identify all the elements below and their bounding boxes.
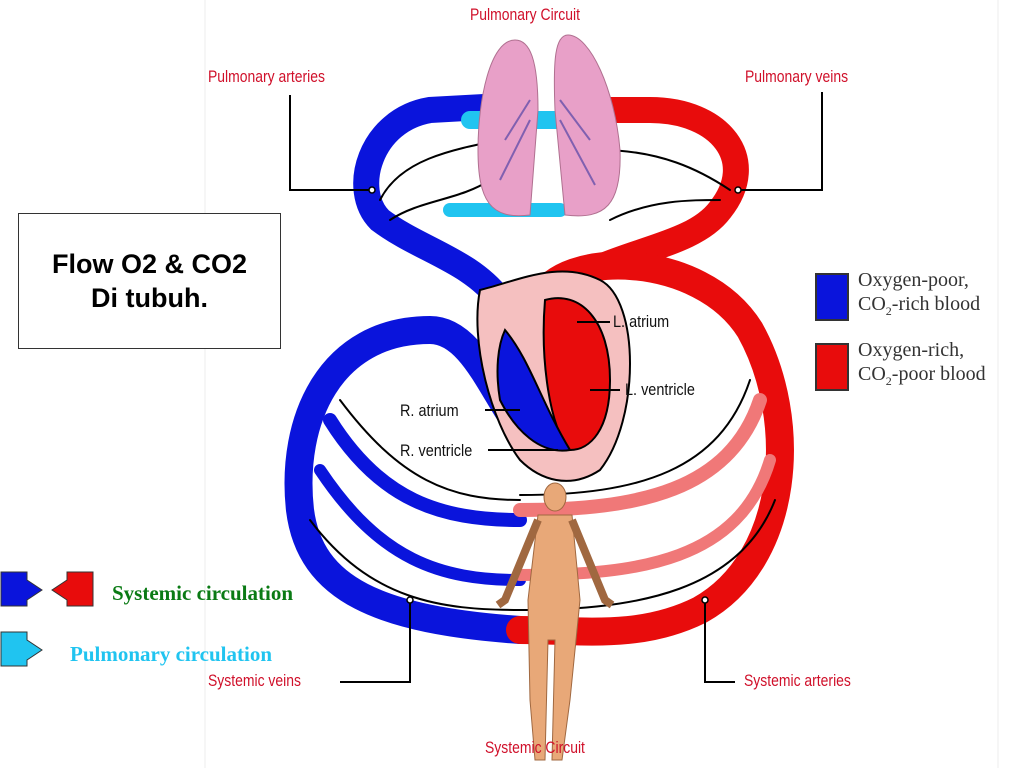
l-ventricle-label: L. ventricle — [625, 380, 695, 399]
title-box: Flow O2 & CO2 Di tubuh. — [18, 213, 281, 349]
pulmonary-arteries-label: Pulmonary arteries — [208, 67, 325, 86]
systemic-circuit-label: Systemic Circuit — [485, 738, 585, 757]
systemic-veins-vessels — [284, 315, 554, 644]
human-figure-illustration — [495, 482, 615, 761]
systemic-arteries-label: Systemic arteries — [744, 671, 851, 690]
r-ventricle-label: R. ventricle — [400, 441, 473, 460]
title-line-2: Di tubuh. — [91, 283, 208, 313]
pulmonary-arrow-icon — [0, 631, 43, 667]
legend-swatch-oxygen-rich — [815, 343, 849, 391]
systemic-circulation-label: Systemic circulation — [112, 581, 294, 605]
r-atrium-label: R. atrium — [400, 401, 459, 420]
legend-text-oxygen-rich: Oxygen-rich, CO2-poor blood — [858, 339, 986, 388]
leader-lines — [289, 92, 823, 683]
systemic-veins-label: Systemic veins — [208, 671, 301, 690]
systemic-red-arrow-icon — [51, 571, 94, 607]
pulmonary-circuit-label: Pulmonary Circuit — [470, 5, 581, 24]
legend-swatch-oxygen-poor — [815, 273, 849, 321]
pulmonary-circulation-label: Pulmonary circulation — [70, 642, 273, 666]
heart-illustration — [476, 270, 631, 482]
title-line-1: Flow O2 & CO2 — [51, 249, 248, 279]
legend-text-oxygen-poor: Oxygen-poor, CO2-rich blood — [858, 269, 981, 318]
l-atrium-label: L. atrium — [613, 312, 670, 331]
pulmonary-veins-label: Pulmonary veins — [745, 67, 849, 86]
systemic-blue-arrow-icon — [0, 571, 43, 607]
lungs-illustration — [477, 34, 621, 217]
